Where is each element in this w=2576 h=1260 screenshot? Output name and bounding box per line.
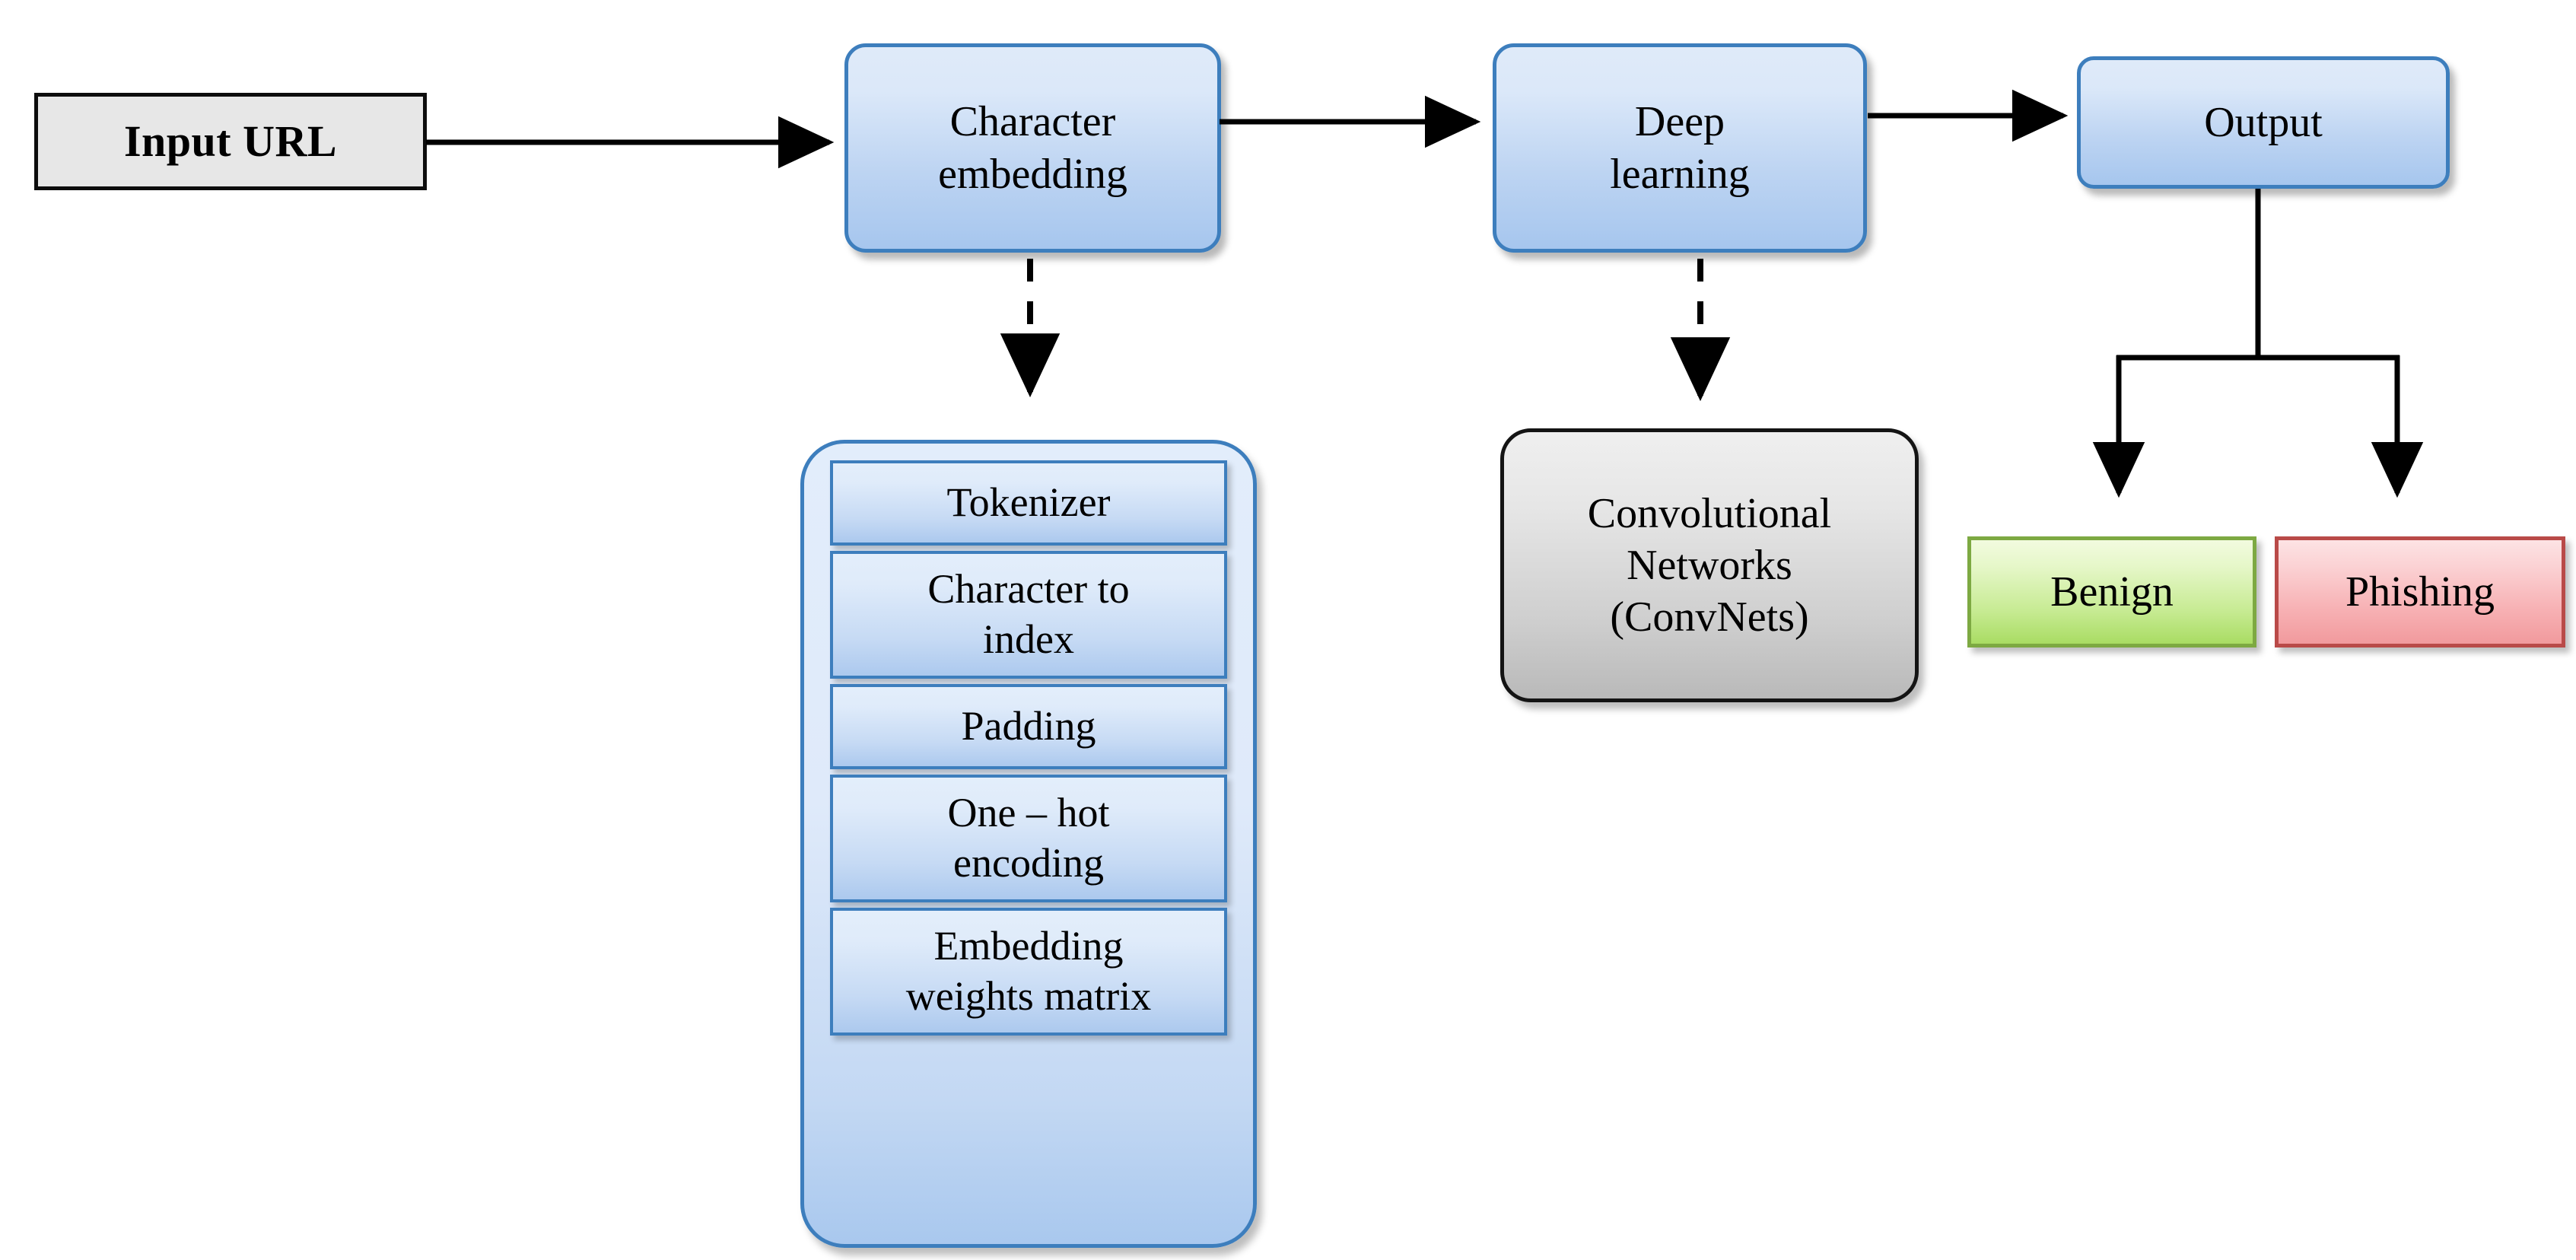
node-benign[interactable]: Benign bbox=[1967, 536, 2256, 648]
pipeline-step-embedding-weights-matrix[interactable]: Embedding weights matrix bbox=[830, 908, 1227, 1036]
node-deep-learning[interactable]: Deep learning bbox=[1493, 43, 1867, 253]
pipeline-step-one-hot-encoding-label: One – hot encoding bbox=[947, 790, 1110, 886]
pipeline-step-tokenizer-label: Tokenizer bbox=[946, 479, 1111, 526]
node-output[interactable]: Output bbox=[2077, 56, 2450, 189]
node-phishing-label: Phishing bbox=[2345, 568, 2495, 616]
node-benign-label: Benign bbox=[2050, 568, 2174, 616]
node-output-label: Output bbox=[2204, 98, 2323, 146]
pipeline-step-one-hot-encoding[interactable]: One – hot encoding bbox=[830, 775, 1227, 902]
pipeline-step-character-to-index[interactable]: Character to index bbox=[830, 551, 1227, 679]
pipeline-step-padding-label: Padding bbox=[961, 703, 1096, 749]
node-convnets-label: Convolutional Networks (ConvNets) bbox=[1587, 489, 1832, 641]
node-character-embedding-label: Character embedding bbox=[938, 98, 1127, 198]
node-convnets[interactable]: Convolutional Networks (ConvNets) bbox=[1500, 428, 1919, 702]
node-input-url-label: Input URL bbox=[123, 116, 338, 166]
node-phishing[interactable]: Phishing bbox=[2275, 536, 2565, 648]
embedding-pipeline-container: Tokenizer Character to index Padding One… bbox=[800, 440, 1257, 1248]
node-deep-learning-label: Deep learning bbox=[1610, 98, 1750, 198]
pipeline-step-tokenizer[interactable]: Tokenizer bbox=[830, 460, 1227, 546]
node-character-embedding[interactable]: Character embedding bbox=[844, 43, 1221, 253]
pipeline-step-padding[interactable]: Padding bbox=[830, 684, 1227, 769]
node-input-url[interactable]: Input URL bbox=[34, 93, 427, 190]
pipeline-step-embedding-weights-matrix-label: Embedding weights matrix bbox=[905, 923, 1152, 1019]
pipeline-step-character-to-index-label: Character to index bbox=[927, 566, 1130, 662]
connector-output-fork bbox=[2092, 189, 2424, 498]
